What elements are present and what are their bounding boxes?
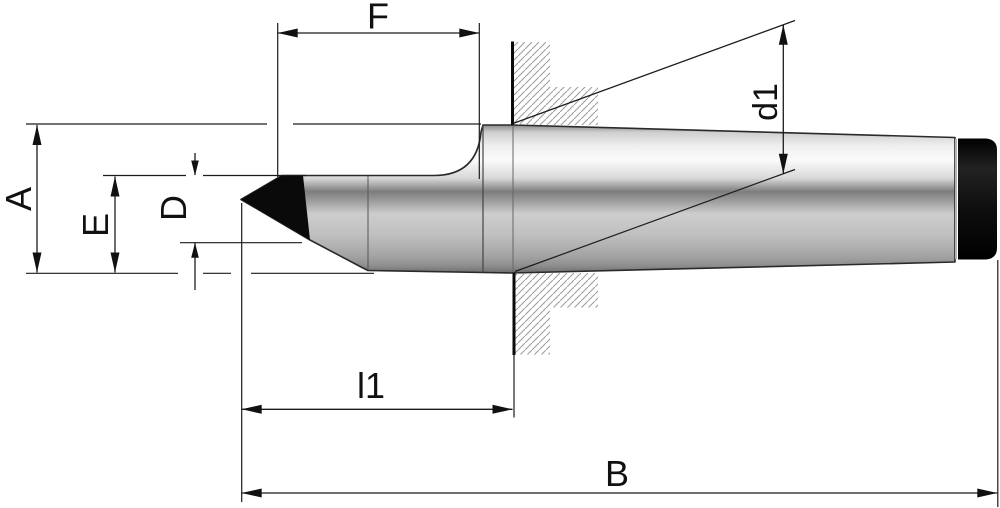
dimension-d1: d1	[512, 19, 796, 273]
arrowhead-down	[778, 153, 788, 174]
arrowhead-left	[241, 488, 262, 498]
dimension-l1: l1	[241, 203, 513, 502]
hatch-area-bottom	[514, 273, 598, 355]
arrowhead-left	[241, 404, 262, 414]
arrowhead-down	[110, 252, 120, 273]
label-F: F	[367, 0, 389, 37]
dimension-F: F	[277, 0, 480, 179]
label-B: B	[605, 453, 629, 494]
carbide-tip	[241, 175, 310, 240]
hatch-area-top	[513, 42, 598, 125]
oblique-ext-bottom	[514, 168, 796, 273]
dimension-A: A	[0, 123, 481, 274]
arrowhead-right	[459, 28, 480, 38]
label-l1: l1	[357, 365, 385, 406]
arrowhead-up	[191, 242, 199, 258]
label-D: D	[153, 195, 194, 221]
arrowhead-up	[778, 24, 788, 45]
oblique-ext-top	[512, 19, 796, 125]
dead-center-body	[240, 124, 997, 274]
socket-section	[511, 41, 598, 418]
dimension-E: E	[75, 174, 306, 273]
dimension-D: D	[153, 153, 302, 290]
tang-cap	[958, 138, 997, 260]
arrowhead-down	[32, 252, 42, 273]
arrowhead-right	[492, 404, 513, 414]
arrowhead-right	[977, 488, 998, 498]
label-A: A	[0, 187, 39, 211]
arrowhead-left	[277, 28, 298, 38]
label-d1: d1	[747, 83, 785, 121]
dimension-B: B	[241, 260, 999, 507]
arrowhead-up	[32, 125, 42, 145]
arrowhead-up	[110, 176, 120, 197]
arrowhead-down	[191, 160, 199, 176]
label-E: E	[75, 213, 116, 237]
steel-body	[240, 124, 956, 274]
